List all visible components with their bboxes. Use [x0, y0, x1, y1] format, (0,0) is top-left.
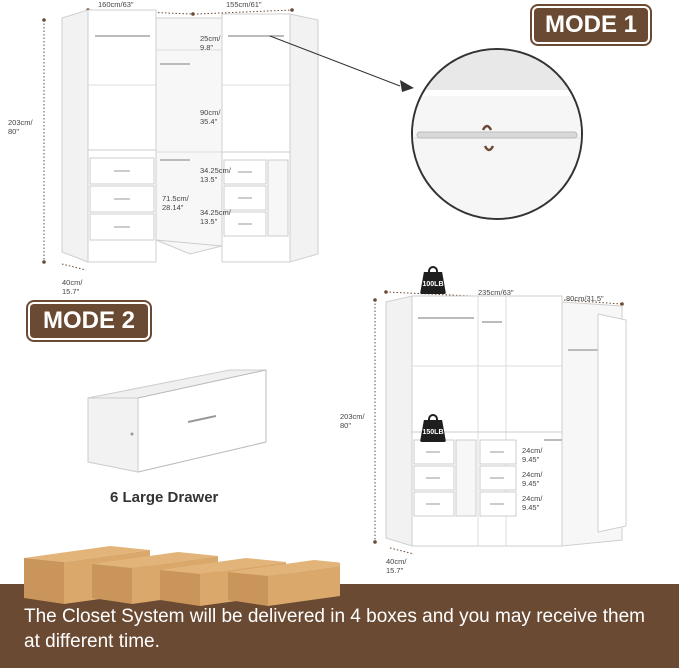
dim-height-m2: 203cm/80" [340, 412, 365, 430]
large-drawer-illustration [87, 369, 267, 473]
arrow-head-icon [400, 80, 414, 92]
dim-width-left: 160cm/63" [98, 0, 134, 9]
dim-gap-2: 90cm/35.4" [200, 108, 221, 126]
dim-gap-5: 34.25cm/13.5" [200, 208, 231, 226]
shipping-boxes-illustration [24, 546, 340, 606]
dim-depth: 40cm/15.7" [62, 278, 83, 296]
delivery-notice: The Closet System will be delivered in 4… [24, 606, 645, 652]
dim-width-main: 235cm/63" [478, 288, 514, 297]
dim-width-right: 155cm/61" [226, 0, 262, 9]
weight-150lb-icon: 150LB [420, 414, 446, 442]
mode-2-badge: MODE 2 [30, 304, 148, 338]
drawer-caption: 6 Large Drawer [110, 489, 219, 506]
dim-gap-1: 25cm/9.8" [200, 34, 221, 52]
mode-1-badge: MODE 1 [534, 8, 648, 42]
dim-width-side: 80cm/31.5" [566, 294, 604, 303]
rod-detail-zoom [411, 48, 583, 220]
weight-100lb-icon: 100LB [420, 266, 446, 294]
box-4-icon [228, 560, 340, 606]
dim-gap-m2-3: 24cm/9.45" [522, 494, 543, 512]
dim-gap-m2-2: 24cm/9.45" [522, 470, 543, 488]
dim-depth-m2: 40cm/15.7" [386, 557, 407, 575]
dim-gap-3: 71.5cm/28.14" [162, 194, 189, 212]
mode-2-closet-illustration [373, 290, 627, 555]
dim-gap-m2-1: 24cm/9.45" [522, 446, 543, 464]
mode-1-closet-illustration [42, 8, 401, 271]
dim-height: 203cm/80" [8, 118, 33, 136]
dim-gap-4: 34.25cm/13.5" [200, 166, 231, 184]
